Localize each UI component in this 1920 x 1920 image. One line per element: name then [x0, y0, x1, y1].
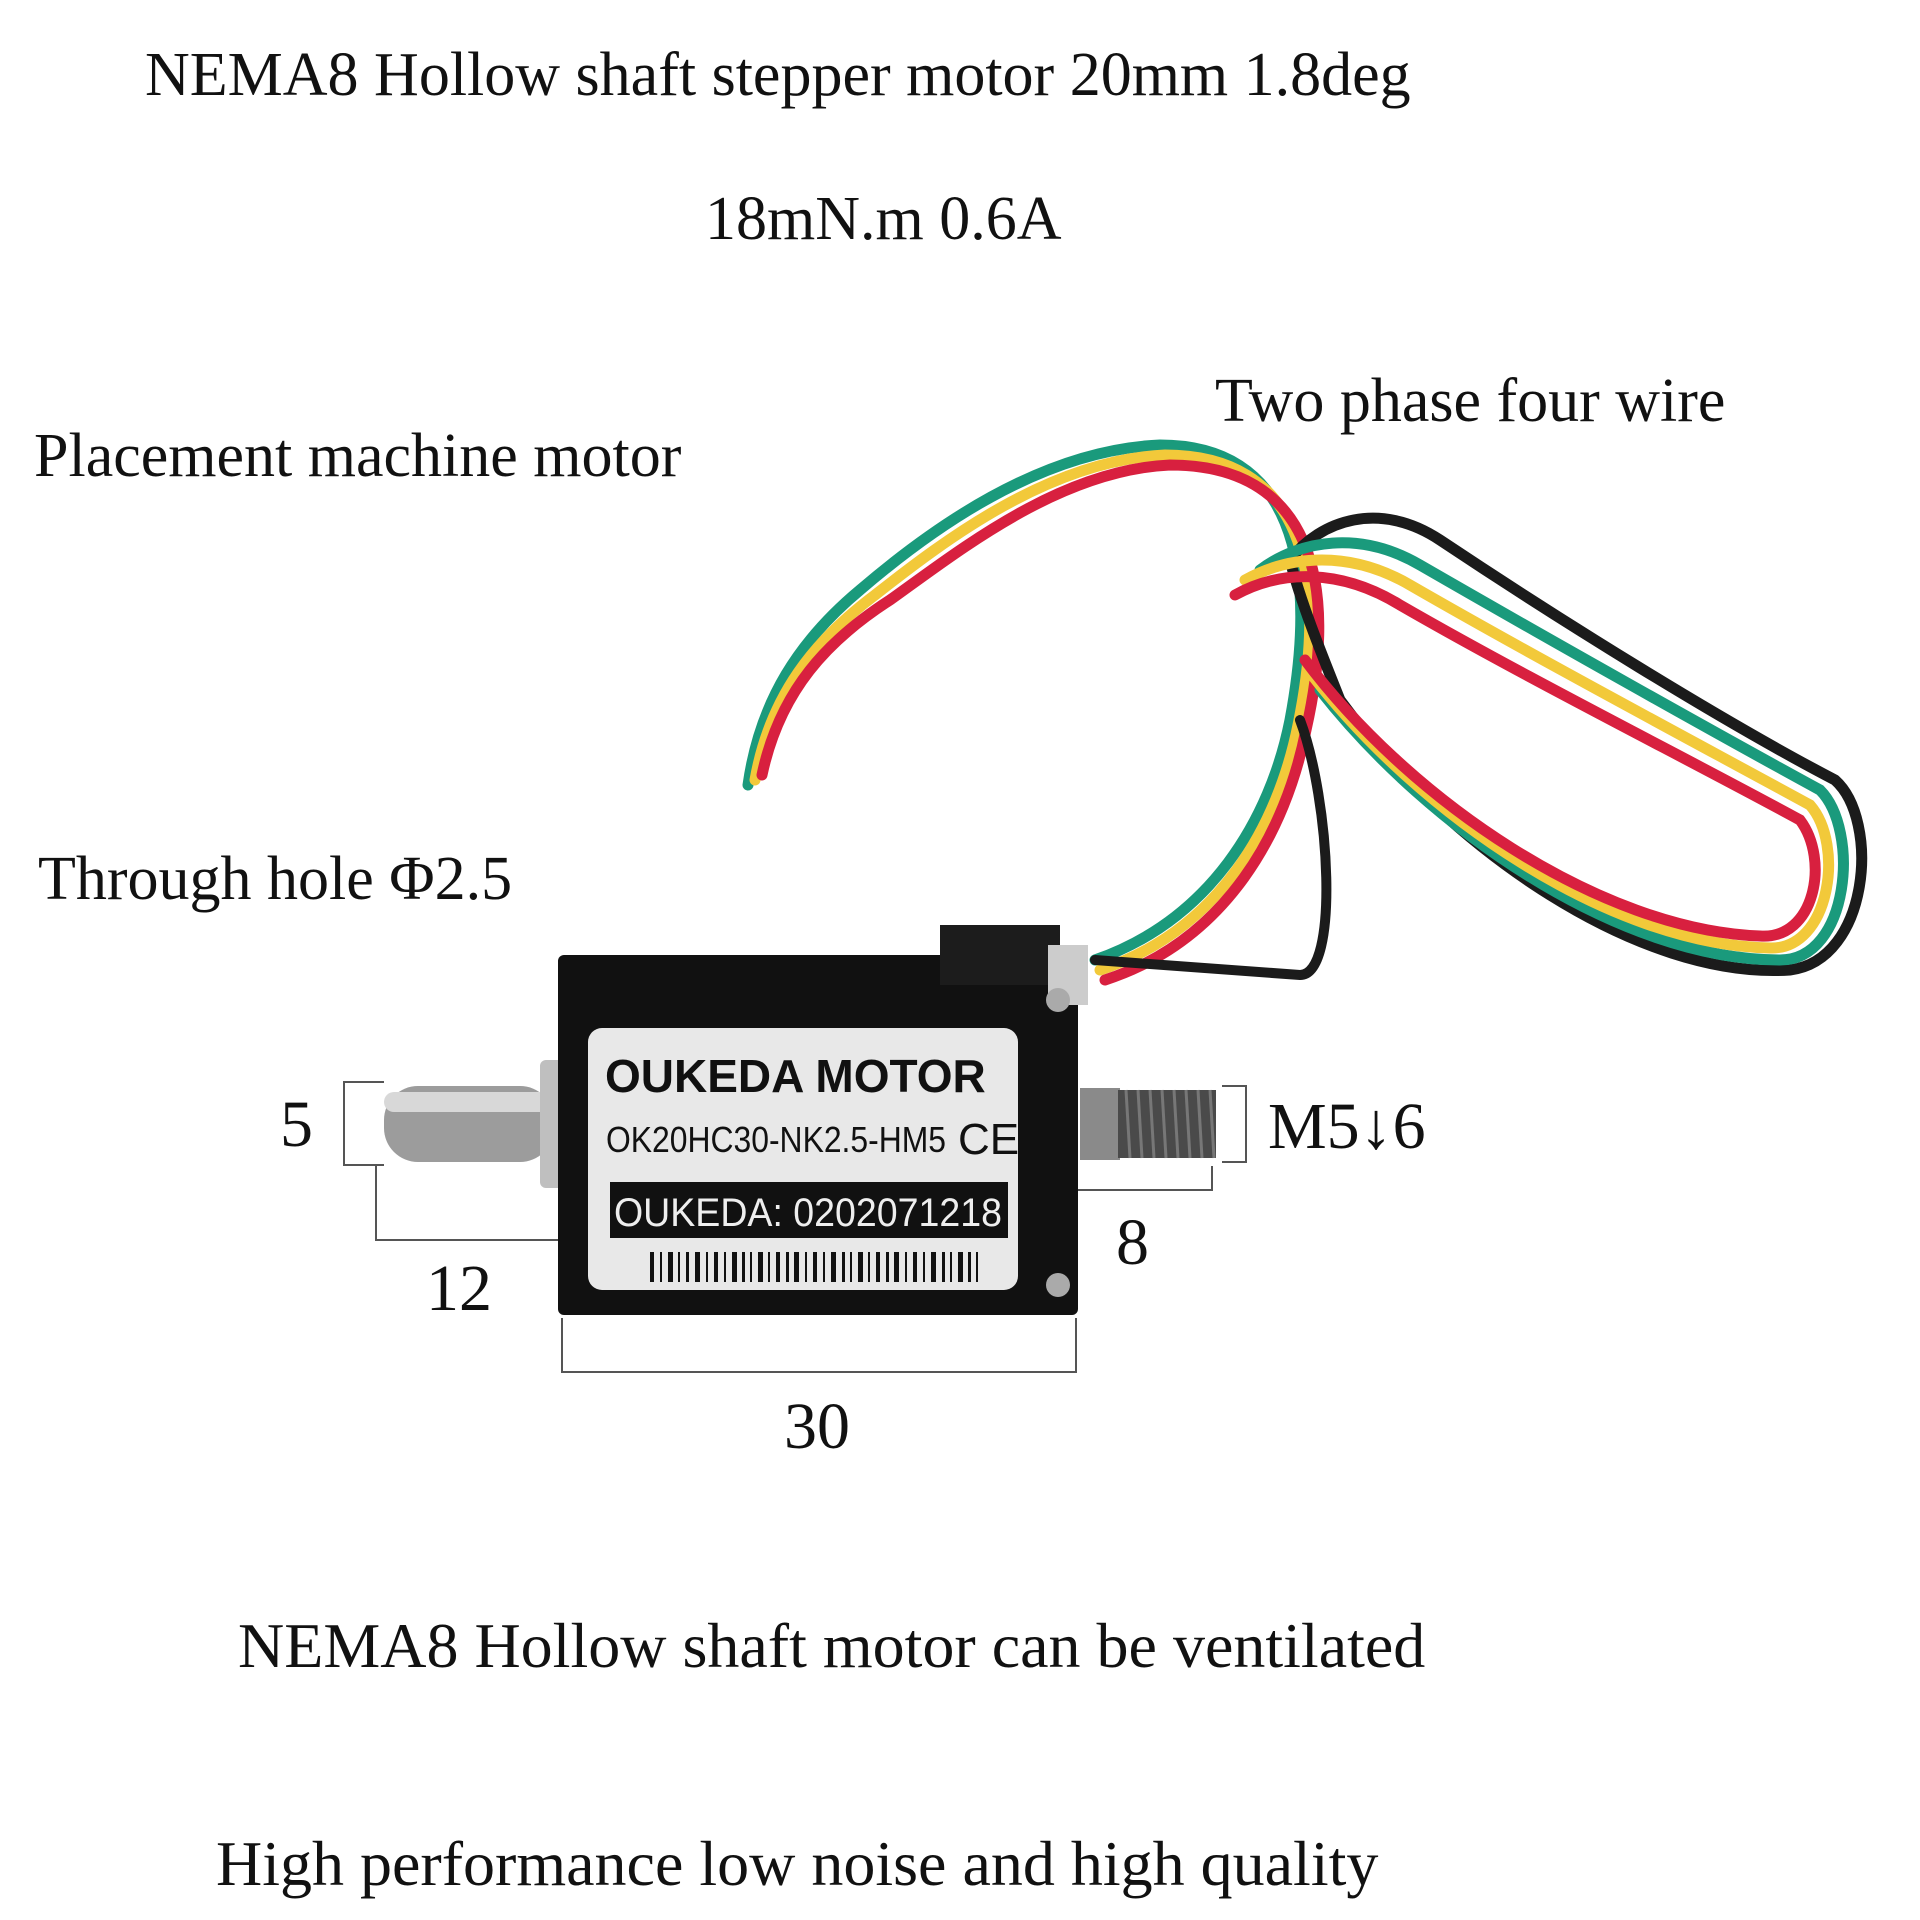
dimension-lines [343, 1081, 1247, 1373]
dim-bracket-body [561, 1318, 1077, 1373]
body-length-label: 30 [784, 1390, 850, 1463]
wire-bundle [742, 439, 1868, 986]
label-serial: OUKEDA: 0202071218 [614, 1191, 1002, 1235]
wire-red [756, 459, 1325, 986]
wire-loop-green [1254, 537, 1849, 966]
dim-bracket-thread [1078, 1166, 1213, 1191]
motor-body: OUKEDA MOTOR OK20HC30-NK2.5-HM5 CE OUKED… [558, 925, 1088, 1315]
shaft-length-label: 12 [426, 1252, 492, 1325]
thread-spec-label: M5↓6 [1268, 1090, 1426, 1163]
threaded-shaft [1080, 1088, 1216, 1160]
label-model: OK20HC30-NK2.5-HM5 [606, 1119, 946, 1160]
front-shaft [384, 1060, 568, 1188]
label-barcode [650, 1252, 978, 1282]
wire-loop-red [1229, 571, 1821, 942]
shaft-diameter-label: 5 [280, 1088, 313, 1161]
feature-line-quality: High performance low noise and high qual… [216, 1828, 1379, 1899]
dim-bracket-diameter [343, 1081, 384, 1166]
placement-callout: Placement machine motor [34, 422, 682, 490]
dim-bracket-shaft [375, 1166, 558, 1241]
wire-green [742, 439, 1307, 966]
label-ce-mark: CE [958, 1115, 1019, 1164]
page-subtitle: 18mN.m 0.6A [705, 185, 1062, 253]
wire-loop-yellow [1239, 554, 1835, 954]
wiring-callout: Two phase four wire [1215, 367, 1726, 435]
wire-exit [1090, 715, 1332, 981]
label-brand: OUKEDA MOTOR [605, 1050, 986, 1102]
dim-bracket-thread-dia [1222, 1085, 1247, 1163]
page-title: NEMA8 Hollow shaft stepper motor 20mm 1.… [145, 41, 1411, 109]
wire-yellow [749, 449, 1316, 976]
through-hole-callout: Through hole Φ2.5 [38, 845, 513, 913]
feature-line-ventilated: NEMA8 Hollow shaft motor can be ventilat… [238, 1610, 1426, 1681]
thread-length-label: 8 [1116, 1206, 1149, 1279]
